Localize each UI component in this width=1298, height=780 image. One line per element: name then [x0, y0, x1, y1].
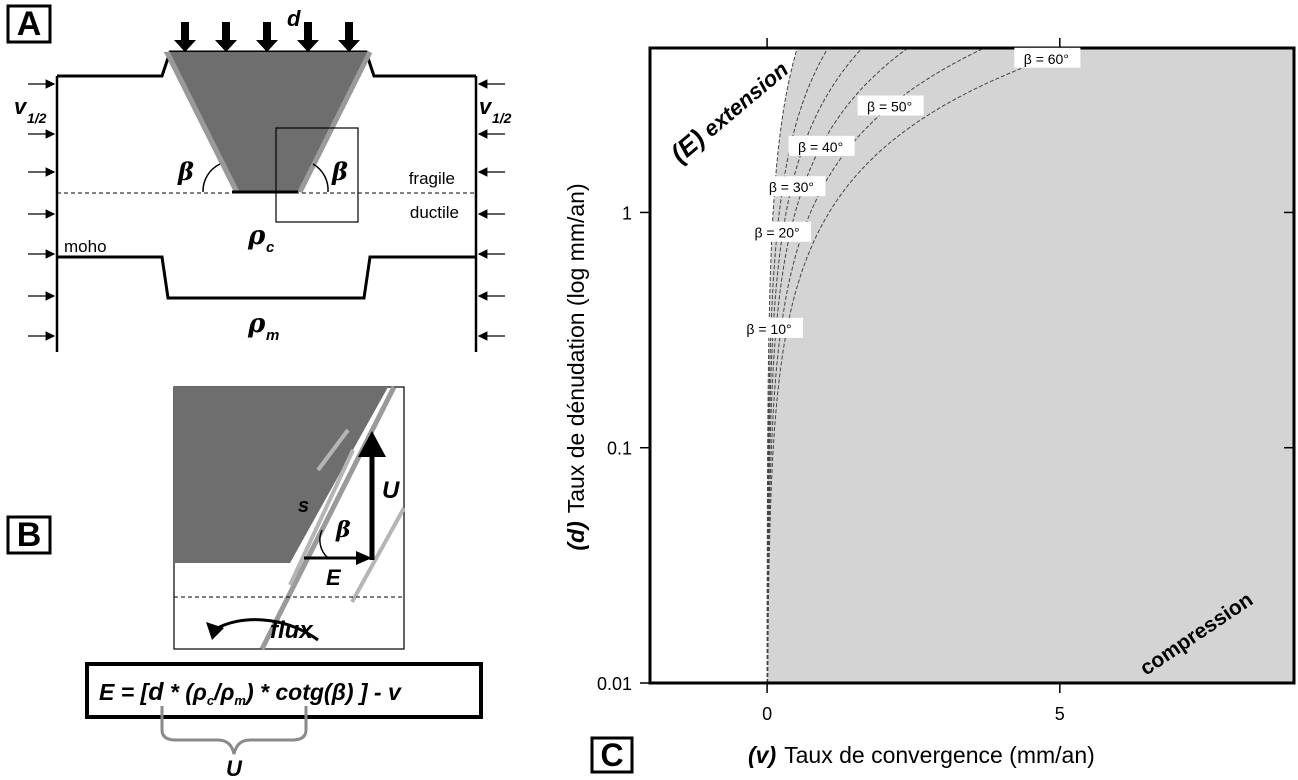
zoom-shear-zone [259, 385, 397, 651]
zoom-box [275, 127, 359, 223]
beta-label: β = 10° [746, 321, 791, 337]
x-axis-title: (v) Taux de convergence (mm/an) [748, 742, 1095, 768]
formula-close: ) [243, 679, 254, 705]
formula-lhs: E = [ [99, 679, 151, 705]
zoom-angle-arc [319, 529, 329, 559]
left-angle-label: β [177, 157, 194, 186]
beta-label: β = 60° [1024, 51, 1069, 67]
formula-rest: * cotg(β) ] - v [254, 679, 402, 705]
shear-mark-upper [316, 428, 350, 472]
flux-label: flux [270, 617, 314, 644]
formula-slash: /ρ [213, 679, 234, 705]
x-tick-label: 5 [1055, 704, 1065, 724]
beta-label: β = 50° [867, 99, 912, 115]
plot-area [650, 48, 1294, 683]
fragile-label: fragile [409, 169, 455, 188]
y-tick-label: 1 [622, 203, 632, 223]
beta-label-background [788, 135, 855, 156]
right-velocity-label: v [479, 94, 493, 119]
zoom-wedge [174, 387, 388, 563]
x-axis-var: (v) [748, 742, 776, 768]
panel-a-letter: A [17, 5, 42, 43]
right-shear-zone [297, 50, 373, 194]
beta-labels: β = 10° β = 20° β = 30° β = 40° β = 50° β = 6… [737, 47, 1081, 338]
formula-box [85, 662, 483, 719]
panel-b-letter: B [17, 516, 42, 554]
u-label: U [382, 477, 400, 504]
rho-m-symbol: ρ [247, 309, 266, 339]
rho-m-subscript: m [266, 327, 279, 344]
load-arrows [174, 22, 360, 52]
formula-c-sub: c [207, 693, 215, 708]
right-angle-arc [312, 163, 329, 193]
right-velocity-subscript: 1/2 [492, 110, 512, 126]
moho-line [57, 255, 476, 300]
panel-a: A d β β fragile ductile ρ c [6, 4, 512, 352]
panel-b: B s U β E flux E = [d * (ρc/ρm) * cotg(β… [6, 385, 483, 780]
e-vector-head [356, 551, 372, 565]
beta-label: β = 30° [769, 179, 814, 195]
zoom-beta-label: β [335, 517, 351, 543]
rho-c-symbol: ρ [247, 221, 266, 251]
axis-ticks: 0 5 0.01 0.1 1 [597, 38, 1294, 724]
x-axis-label: Taux de convergence (mm/an) [784, 742, 1095, 768]
left-velocity-label: v [14, 94, 28, 119]
x-tick-label: 0 [762, 704, 772, 724]
left-push-arrows [28, 79, 56, 341]
right-push-arrows [477, 79, 505, 341]
u-vector-head [358, 431, 386, 457]
panel-c-letter: C [600, 737, 623, 773]
left-angle-arc [202, 163, 221, 193]
beta-label-background [745, 221, 812, 242]
flux-arrow-head [206, 622, 224, 640]
compression-region [767, 48, 1294, 683]
panel-a-letter-box [6, 4, 52, 44]
beta-label-background [737, 317, 804, 338]
y-tick-label: 0.01 [597, 674, 632, 694]
beta-label: β = 40° [798, 139, 843, 155]
beta-curve [767, 48, 1078, 683]
shear-mark-lower [350, 507, 406, 603]
beta-label-background [857, 95, 924, 116]
flux-arrow [213, 618, 319, 642]
y-tick-label: 0.1 [607, 439, 632, 459]
formula-m-sub: m [234, 693, 246, 708]
shear-mark-mid [288, 449, 355, 586]
y-axis-title: (d) Taux de dénudation (log mm/an) [563, 183, 589, 550]
panel-c-letter-box [590, 736, 634, 774]
u-brace [160, 706, 308, 755]
y-axis-label: Taux de dénudation (log mm/an) [563, 183, 589, 513]
left-velocity-subscript: 1/2 [27, 110, 47, 126]
beta-label-background [1014, 47, 1081, 68]
s-label: s [298, 495, 309, 517]
plot-frame [648, 46, 1296, 685]
ductile-label: ductile [410, 203, 459, 222]
extension-region [650, 48, 1078, 683]
left-shear-zone [164, 50, 240, 194]
formula: E = [d * (ρc/ρm) * cotg(β) ] - v [99, 678, 402, 708]
formula-mult: * (ρ [164, 679, 207, 705]
beta-label-background [759, 176, 826, 197]
moho-label: moho [64, 237, 107, 256]
beta-label: β = 20° [754, 225, 799, 241]
formula-d: d [148, 678, 164, 706]
load-label: d [287, 6, 301, 31]
y-axis-var: (d) [563, 521, 589, 550]
panel-b-letter-box [6, 515, 52, 555]
brace-label: U [226, 756, 243, 780]
e-label: E [326, 565, 342, 590]
right-angle-label: β [331, 157, 348, 186]
rho-c-subscript: c [266, 239, 275, 256]
